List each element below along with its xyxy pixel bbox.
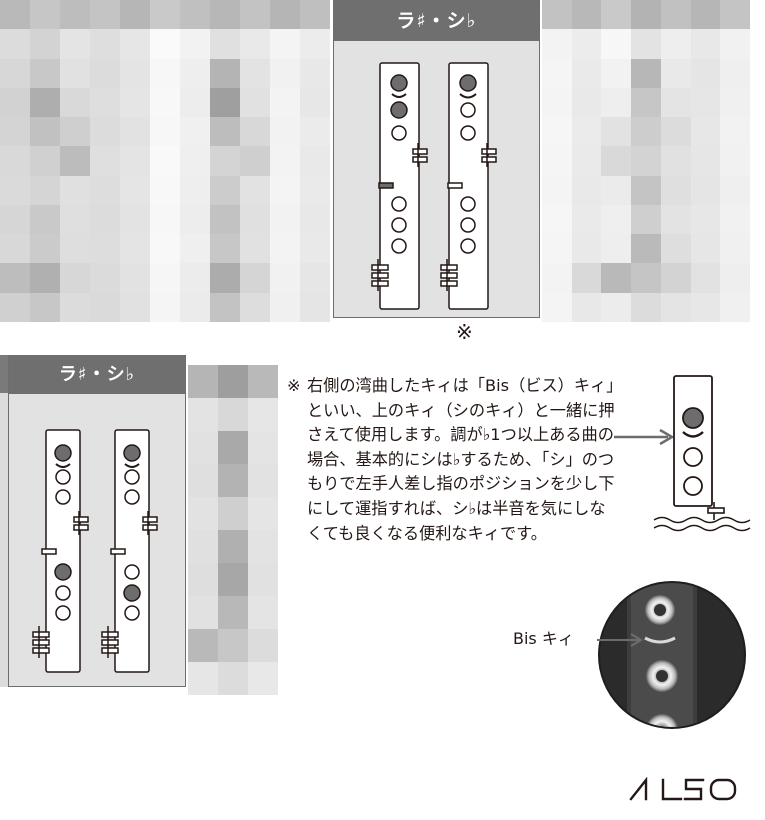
bis-key-icon	[391, 93, 407, 98]
open-hole-icon	[124, 469, 140, 485]
water-waves-icon	[653, 516, 751, 532]
closed-hole-icon	[390, 101, 408, 119]
closed-hole-icon	[54, 444, 72, 462]
closed-hole-icon	[123, 444, 141, 462]
closed-side-key-icon	[378, 182, 394, 189]
note-text: 右側の湾曲したキィは「Bis（ビス）キィ」といい、上のキィ（シのキィ）と一緒に押…	[307, 376, 615, 543]
panel-title-bottom: ラ♯・シ♭	[9, 356, 185, 394]
fingering-panel-top: ラ♯・シ♭	[333, 0, 540, 318]
flute-diagram-left	[371, 62, 428, 310]
open-hole-icon	[55, 469, 71, 485]
blurred-chart-bottom	[188, 365, 278, 695]
open-hole-icon	[55, 489, 71, 505]
open-hole-icon	[683, 447, 703, 467]
closed-hole-icon	[682, 407, 704, 429]
footnote-mark: ※	[456, 320, 473, 344]
closed-hole-icon	[390, 74, 408, 92]
open-hole-icon	[460, 217, 476, 233]
open-side-key-icon	[447, 182, 463, 189]
blurred-chart-left	[0, 0, 330, 322]
fingering-panel-bottom: ラ♯・シ♭	[8, 355, 186, 687]
side-key-icon	[440, 259, 458, 291]
open-hole-icon	[55, 585, 71, 601]
bis-key-icon	[459, 93, 477, 99]
note-mark: ※	[287, 376, 301, 395]
side-key-icon	[101, 626, 119, 658]
open-hole-icon	[391, 217, 407, 233]
blurred-chart-right	[542, 0, 750, 322]
bis-key-icon	[124, 463, 140, 468]
open-hole-icon	[391, 125, 407, 141]
open-side-key-icon	[110, 548, 126, 555]
bis-key-photo	[597, 581, 746, 729]
open-hole-icon	[124, 605, 140, 621]
open-hole-icon	[460, 238, 476, 254]
bis-key-label: Bis キィ	[513, 629, 574, 648]
side-key-icon	[32, 626, 50, 658]
panel-title-top: ラ♯・シ♭	[334, 1, 539, 41]
flute-diagram-right	[440, 62, 497, 310]
side-key-icon	[707, 502, 725, 520]
fingering-chart-bottom	[32, 429, 158, 673]
blurred-panel-edge	[0, 355, 8, 687]
open-hole-icon	[124, 489, 140, 505]
flute-diagram-right	[101, 429, 158, 673]
open-hole-icon	[124, 564, 140, 580]
open-hole-icon	[391, 196, 407, 212]
open-hole-icon	[460, 125, 476, 141]
closed-hole-icon	[54, 563, 72, 581]
fingering-chart-top	[371, 62, 497, 310]
open-hole-icon	[683, 476, 703, 496]
also-logo	[629, 777, 737, 801]
open-hole-icon	[460, 102, 476, 118]
open-hole-icon	[460, 196, 476, 212]
bis-key-icon	[55, 463, 71, 468]
open-hole-icon	[391, 238, 407, 254]
open-side-key-icon	[41, 548, 57, 555]
closed-hole-icon	[459, 74, 477, 92]
closed-hole-icon	[123, 584, 141, 602]
flute-diagram-left	[32, 429, 89, 673]
bis-key-detail-diagram	[614, 375, 751, 532]
side-key-icon	[73, 511, 89, 535]
bis-key-note: ※ 右側の湾曲したキィは「Bis（ビス）キィ」といい、上のキィ（シのキィ）と一緒…	[287, 374, 617, 546]
bis-key-icon	[682, 431, 704, 438]
side-key-icon	[371, 259, 389, 291]
side-key-icon	[481, 143, 497, 167]
side-key-icon	[142, 511, 158, 535]
open-hole-icon	[55, 605, 71, 621]
side-key-icon	[412, 143, 428, 167]
